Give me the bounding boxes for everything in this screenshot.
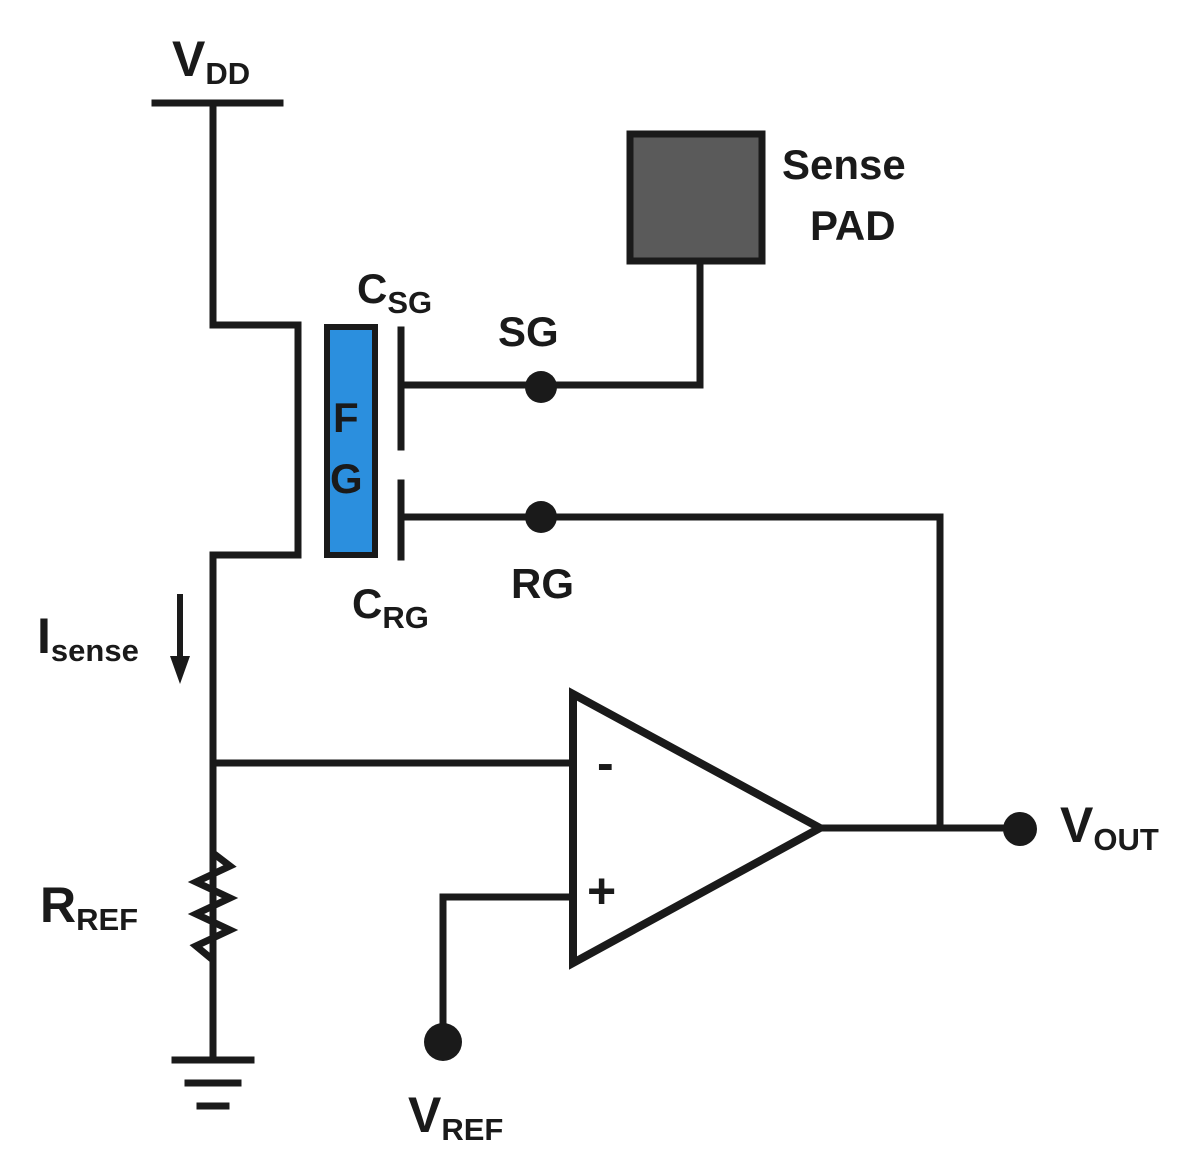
crg-label: CRG xyxy=(352,580,429,635)
csg-label: CSG xyxy=(357,265,432,320)
rg-node xyxy=(525,501,557,533)
sense-pad-label-line2: PAD xyxy=(810,202,896,249)
sg-node xyxy=(525,371,557,403)
drain-wire xyxy=(209,99,302,482)
noninverting-input-wire xyxy=(439,893,577,1044)
ground-icon xyxy=(171,1056,255,1110)
fg-label-f: F xyxy=(333,394,359,441)
rref-resistor xyxy=(187,836,239,1062)
vref-node xyxy=(424,1023,462,1061)
vout-node xyxy=(1003,812,1037,846)
vout-label: VOUT xyxy=(1060,797,1159,857)
isense-arrow-head xyxy=(170,656,190,684)
vref-label: VREF xyxy=(408,1087,503,1147)
floating-gate xyxy=(324,324,378,558)
sense-pad-label-line1: Sense xyxy=(782,141,906,188)
rref-label: RREF xyxy=(40,877,138,937)
op-amp-plus: + xyxy=(587,863,616,919)
op-amp xyxy=(569,687,829,970)
isense-label: Isense xyxy=(37,608,139,668)
sg-label: SG xyxy=(498,308,559,355)
fg-label-g: G xyxy=(330,455,363,502)
source-wire xyxy=(209,478,302,1062)
rg-wire xyxy=(397,513,944,832)
op-amp-minus: - xyxy=(597,735,614,791)
sg-wire xyxy=(397,256,704,389)
vdd-label: VDD xyxy=(172,31,250,91)
sense-pad xyxy=(626,130,766,265)
rg-label: RG xyxy=(511,560,574,607)
